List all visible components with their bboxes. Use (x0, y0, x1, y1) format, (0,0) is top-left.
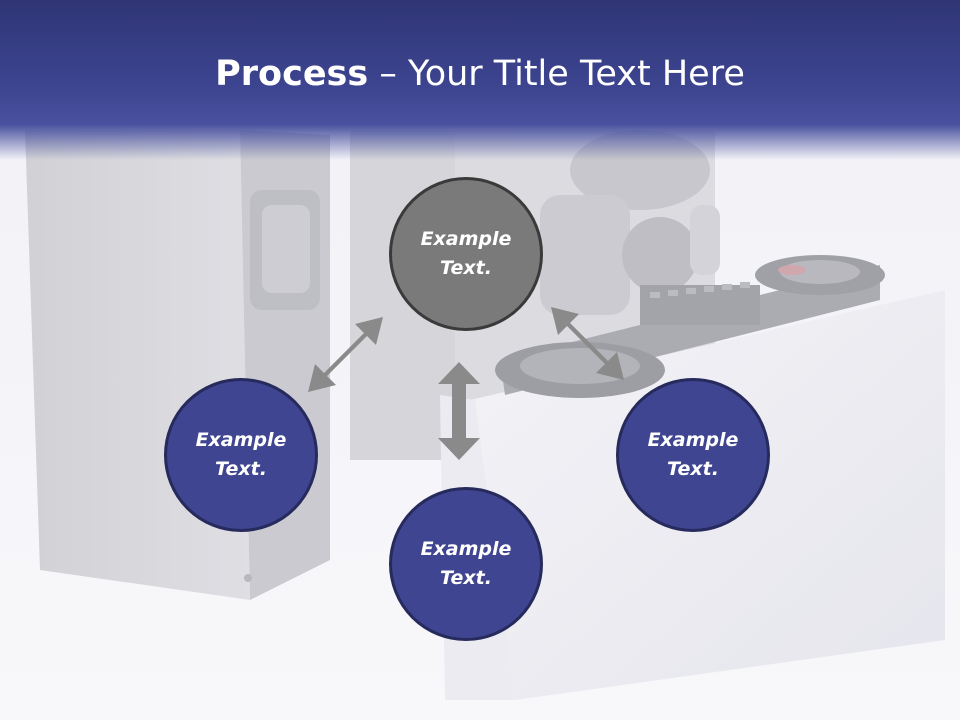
bottom-node-label: Example Text. (420, 538, 512, 589)
center-node-label: Example Text. (420, 228, 512, 279)
slide-title: Process – Your Title Text Here (0, 52, 960, 96)
title-bold: Process (215, 54, 369, 94)
right-node-label: Example Text. (647, 429, 739, 480)
title-rest: – Your Title Text Here (368, 54, 745, 94)
left-node-label: Example Text. (195, 429, 287, 480)
arrow-center-right (551, 307, 624, 380)
right-node: Example Text. (616, 378, 770, 532)
left-node: Example Text. (164, 378, 318, 532)
title-bar (0, 0, 960, 160)
arrow-center-bottom (438, 362, 480, 460)
bottom-node: Example Text. (389, 487, 543, 641)
center-node: Example Text. (389, 177, 543, 331)
arrow-center-left (308, 317, 383, 392)
